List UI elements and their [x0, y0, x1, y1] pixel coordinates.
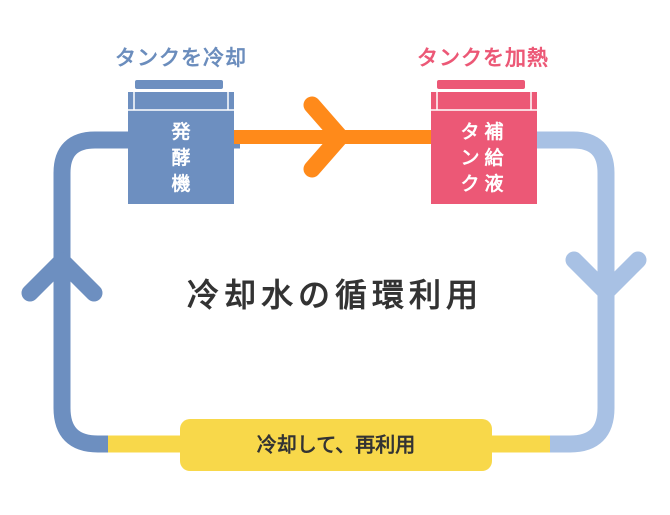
loop-left-pipe — [53, 131, 240, 453]
reuse-label: 冷却して、再利用 — [257, 433, 415, 457]
cool-tank-label: タンクを冷却 — [115, 46, 247, 70]
tank-label-column: 補給液 — [483, 120, 504, 195]
up-arrow-icon — [21, 252, 103, 302]
reuse-pill — [180, 419, 492, 471]
fermenter-label: 発酵機 — [170, 120, 191, 195]
tank-lid — [135, 80, 223, 89]
loop-right-pipe — [535, 131, 615, 453]
fermenter-tank: 発酵機 — [128, 80, 234, 204]
diagram-title: 冷却水の循環利用 — [187, 276, 483, 314]
tank-lid — [437, 80, 525, 89]
tank-label-column: タンク — [460, 121, 479, 195]
right-arrow-icon — [303, 96, 349, 178]
down-arrow-icon — [565, 251, 647, 301]
heat-tank-label: タンクを加熱 — [417, 46, 549, 70]
tank-label-column: 発酵機 — [170, 120, 191, 195]
